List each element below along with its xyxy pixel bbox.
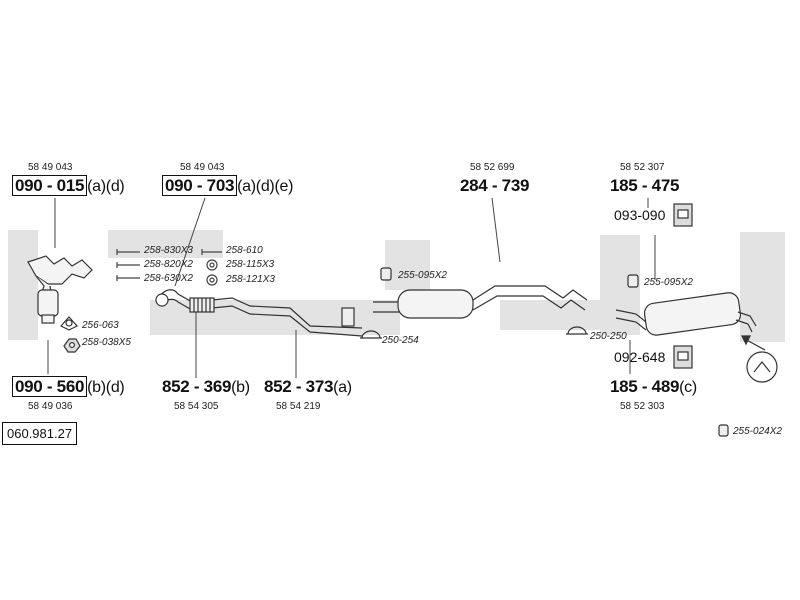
- part-suffix: (a)(d): [87, 178, 125, 195]
- ring-clamp-label[interactable]: 250-254: [382, 335, 419, 346]
- part-code: 090 - 015: [12, 175, 88, 196]
- part-suffix: (b): [231, 379, 250, 396]
- part-code: 090 - 703: [162, 175, 238, 196]
- ring-clamp-label[interactable]: 250-250: [590, 331, 627, 342]
- clamp-label[interactable]: 255-024X2: [733, 426, 782, 437]
- part-middle-silencer[interactable]: 284 - 739: [460, 177, 529, 194]
- exhaust-manifold: [27, 255, 93, 324]
- oe-number-pipe-a: 58 54 219: [276, 401, 321, 412]
- part-front-pipe[interactable]: 090 - 703(a)(d)(e): [162, 175, 294, 196]
- oe-number-middle: 58 52 699: [470, 162, 515, 173]
- part-suffix: (c): [679, 379, 697, 396]
- part-suffix: (a)(d)(e): [237, 178, 294, 195]
- part-manifold[interactable]: 090 - 015(a)(d): [12, 175, 125, 196]
- bolt-label[interactable]: 258-820X2: [144, 259, 193, 270]
- bolt-icons: [116, 249, 222, 281]
- part-rear-top[interactable]: 185 - 475: [610, 177, 679, 194]
- oe-number-catalyst: 58 49 036: [28, 401, 73, 412]
- leader-lines: [47, 197, 656, 378]
- oe-number-pipe-b: 58 54 305: [174, 401, 219, 412]
- nut-label[interactable]: 258-038X5: [82, 337, 131, 348]
- part-code: 284 - 739: [460, 176, 530, 195]
- part-code: 185 - 475: [610, 176, 680, 195]
- rear-silencer: [615, 292, 778, 383]
- gasket-icon: [60, 316, 78, 331]
- hanger-093-090[interactable]: 093-090: [614, 207, 666, 223]
- front-pipe: [155, 289, 363, 337]
- catalog-number: 060.981.27: [2, 422, 78, 445]
- clamp-label[interactable]: 255-095X2: [398, 270, 447, 281]
- part-suffix: (a): [333, 379, 352, 396]
- part-rear-bottom[interactable]: 185 - 489(c): [610, 378, 697, 396]
- oe-number-rear-bottom: 58 52 303: [620, 401, 665, 412]
- part-code: 852 - 373: [264, 377, 334, 396]
- clamp-icons: [380, 267, 729, 437]
- oe-number-front-pipe: 58 49 043: [180, 162, 225, 173]
- washer-label[interactable]: 258-121X3: [226, 274, 275, 285]
- gasket-label[interactable]: 256-063: [82, 320, 119, 331]
- bolt-label[interactable]: 258-630X2: [144, 273, 193, 284]
- nut-icon: [63, 338, 81, 353]
- middle-silencer: [373, 285, 588, 319]
- washer-icons: [206, 259, 218, 286]
- part-code: 185 - 489: [610, 377, 680, 396]
- hanger-092-648[interactable]: 092-648: [614, 349, 666, 365]
- oe-number-manifold: 58 49 043: [28, 162, 73, 173]
- part-pipe-a[interactable]: 852 - 373(a): [264, 378, 352, 396]
- oe-number-rear-top: 58 52 307: [620, 162, 665, 173]
- part-suffix: (b)(d): [87, 379, 125, 396]
- part-code: 852 - 369: [162, 377, 232, 396]
- bolt-label[interactable]: 258-610: [226, 245, 263, 256]
- ring-clamp-icons: [360, 326, 588, 339]
- part-catalyst[interactable]: 090 - 560(b)(d): [12, 376, 125, 397]
- washer-label[interactable]: 258-115X3: [226, 259, 275, 270]
- rubber-hanger-icons: [673, 203, 693, 369]
- part-pipe-b[interactable]: 852 - 369(b): [162, 378, 250, 396]
- clamp-label[interactable]: 255-095X2: [644, 277, 693, 288]
- part-code: 090 - 560: [12, 376, 88, 397]
- bolt-label[interactable]: 258-830X3: [144, 245, 193, 256]
